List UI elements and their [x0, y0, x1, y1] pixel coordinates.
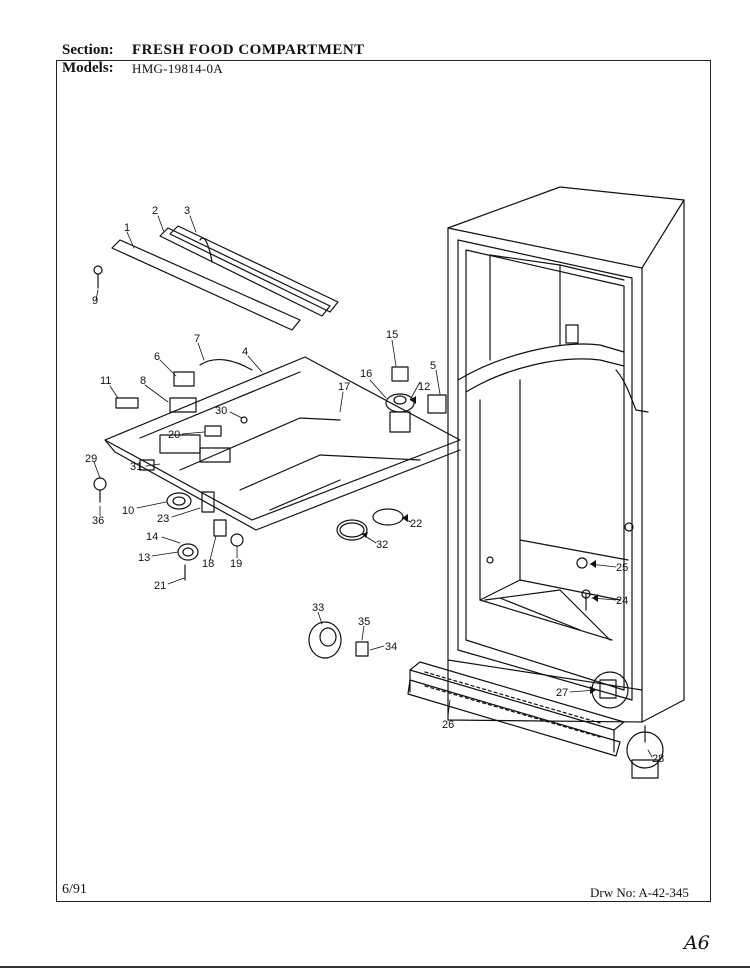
callout-31: 31: [130, 461, 142, 473]
callout-32: 32: [376, 539, 388, 551]
callout-15: 15: [386, 329, 398, 341]
leader-lines: [93, 215, 653, 758]
callout-2: 2: [152, 205, 158, 217]
section-label: Section:: [62, 42, 114, 58]
callout-27: 27: [556, 687, 568, 699]
callout-12: 12: [418, 381, 430, 393]
drawing-number: Drw No: A-42-345: [590, 885, 689, 900]
callout-9: 9: [92, 295, 98, 307]
callout-10: 10: [122, 505, 134, 517]
callout-8: 8: [140, 375, 146, 387]
small-parts: [93, 265, 591, 659]
grille: [407, 661, 625, 757]
callout-24: 24: [616, 595, 628, 607]
callout-7: 7: [194, 333, 200, 345]
callout-20: 20: [168, 429, 180, 441]
callout-28: 28: [652, 753, 664, 765]
models-label: Models:: [62, 60, 114, 76]
callout-6: 6: [154, 351, 160, 363]
shelf-plate: [104, 356, 461, 531]
callout-16: 16: [360, 368, 372, 380]
callout-26: 26: [442, 719, 454, 731]
corner-mark: A6: [684, 932, 710, 954]
trim-bars: [111, 225, 339, 331]
arrowheads: [362, 396, 598, 694]
callout-labels: 1 2 3 4 5 6 7 8 9 10 11 12 13 14 15 16 1…: [85, 205, 664, 765]
callout-23: 23: [157, 513, 169, 525]
callout-1: 1: [124, 222, 130, 234]
callout-21: 21: [154, 580, 166, 592]
bottom-rule: [0, 966, 750, 968]
callout-11: 11: [100, 375, 111, 387]
callout-34: 34: [385, 641, 397, 653]
leg-and-hinge: [591, 671, 664, 779]
callout-3: 3: [184, 205, 190, 217]
callout-17: 17: [338, 381, 350, 393]
callout-36: 36: [92, 515, 104, 527]
callout-14: 14: [146, 531, 158, 543]
callout-18: 18: [202, 558, 214, 570]
callout-35: 35: [358, 616, 370, 628]
callout-30: 30: [215, 405, 227, 417]
callout-4: 4: [242, 346, 248, 358]
models-value: HMG-19814-0A: [132, 61, 223, 76]
callout-29: 29: [85, 453, 97, 465]
callout-25: 25: [616, 562, 628, 574]
cabinet-shell: [447, 186, 685, 723]
callout-22: 22: [410, 518, 422, 530]
footer-date: 6/91: [62, 882, 87, 897]
callout-5: 5: [430, 360, 436, 372]
callout-19: 19: [230, 558, 242, 570]
callout-13: 13: [138, 552, 150, 564]
section-value: FRESH FOOD COMPARTMENT: [132, 42, 365, 58]
diagram-frame: [56, 60, 711, 902]
callout-33: 33: [312, 602, 324, 614]
